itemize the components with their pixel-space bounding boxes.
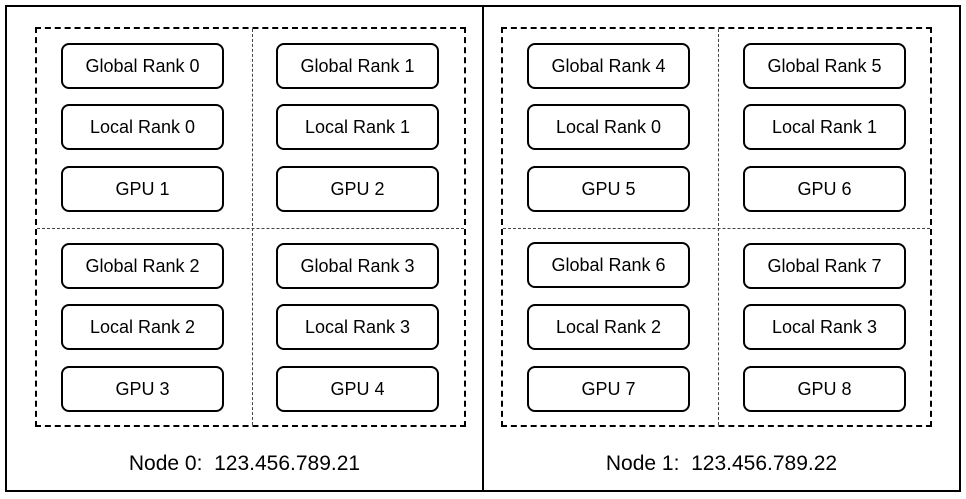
node-1-panel: Global Rank 4 Local Rank 0 GPU 5 Global … — [482, 5, 961, 492]
local-rank-box: Local Rank 3 — [276, 304, 439, 350]
local-rank-box: Local Rank 0 — [527, 104, 690, 150]
global-rank-box: Global Rank 5 — [743, 43, 906, 89]
gpu-box: GPU 1 — [61, 166, 224, 212]
gpu-box: GPU 8 — [743, 366, 906, 412]
gpu-box: GPU 2 — [276, 166, 439, 212]
global-rank-box: Global Rank 2 — [61, 243, 224, 289]
local-rank-box: Local Rank 2 — [61, 304, 224, 350]
horizontal-divider — [503, 228, 930, 229]
local-rank-box: Local Rank 1 — [276, 104, 439, 150]
global-rank-box: Global Rank 1 — [276, 43, 439, 89]
vertical-divider — [718, 29, 719, 425]
node-1-gpu-group: Global Rank 4 Local Rank 0 GPU 5 Global … — [501, 27, 932, 427]
local-rank-box: Local Rank 3 — [743, 304, 906, 350]
node-0-gpu-group: Global Rank 0 Local Rank 0 GPU 1 Global … — [35, 27, 466, 427]
gpu-box: GPU 5 — [527, 166, 690, 212]
node-1-label: Node 1: 123.456.789.22 — [605, 452, 838, 475]
global-rank-box: Global Rank 3 — [276, 243, 439, 289]
local-rank-box: Local Rank 2 — [527, 304, 690, 350]
node-0-label: Node 0: 123.456.789.21 — [128, 452, 361, 475]
global-rank-box: Global Rank 0 — [61, 43, 224, 89]
local-rank-box: Local Rank 0 — [61, 104, 224, 150]
global-rank-box: Global Rank 7 — [743, 243, 906, 289]
horizontal-divider — [37, 228, 464, 229]
global-rank-box: Global Rank 4 — [527, 43, 690, 89]
gpu-box: GPU 3 — [61, 366, 224, 412]
node-0-panel: Global Rank 0 Local Rank 0 GPU 1 Global … — [5, 5, 484, 492]
global-rank-box: Global Rank 6 — [527, 242, 690, 288]
gpu-box: GPU 6 — [743, 166, 906, 212]
vertical-divider — [252, 29, 253, 425]
gpu-box: GPU 7 — [527, 366, 690, 412]
local-rank-box: Local Rank 1 — [743, 104, 906, 150]
gpu-box: GPU 4 — [276, 366, 439, 412]
